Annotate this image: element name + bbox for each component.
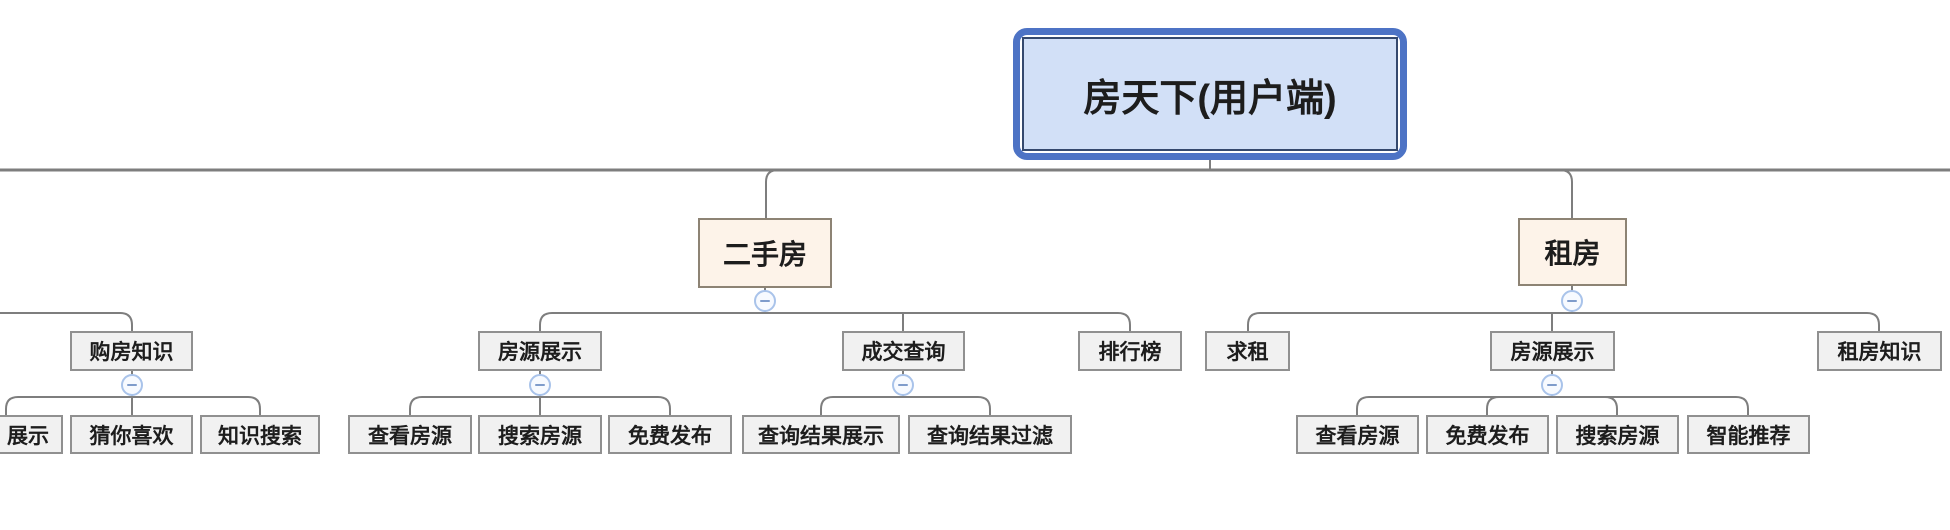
subtopic-knowledge-search[interactable]: 知识搜索 <box>200 415 320 454</box>
minus-icon <box>127 384 137 386</box>
subtopic-view-listings-secondhand[interactable]: 查看房源 <box>348 415 472 454</box>
topic-listing-display-renting[interactable]: 房源展示 <box>1490 331 1615 371</box>
collapse-button-listing-display-secondhand[interactable] <box>529 374 551 396</box>
minus-icon <box>535 384 545 386</box>
subtopic-guess-you-like[interactable]: 猜你喜欢 <box>70 415 193 454</box>
topic-renting[interactable]: 租房 <box>1518 218 1627 286</box>
subtopic-view-listings-renting[interactable]: 查看房源 <box>1296 415 1419 454</box>
collapse-button-transaction-query[interactable] <box>892 374 914 396</box>
subtopic-query-result-display[interactable]: 查询结果展示 <box>742 415 900 454</box>
subtopic-display-clipped[interactable]: 展示 <box>0 415 63 454</box>
topic-ranking-list[interactable]: 排行榜 <box>1078 331 1182 371</box>
collapse-button-renting[interactable] <box>1561 290 1583 312</box>
minus-icon <box>1547 384 1557 386</box>
topic-listing-display-secondhand[interactable]: 房源展示 <box>478 331 602 371</box>
collapse-button-home-buying-knowledge[interactable] <box>121 374 143 396</box>
collapse-button-second-hand-housing[interactable] <box>754 290 776 312</box>
minus-icon <box>898 384 908 386</box>
subtopic-free-publish-secondhand[interactable]: 免费发布 <box>608 415 732 454</box>
subtopic-query-result-filter[interactable]: 查询结果过滤 <box>908 415 1072 454</box>
topic-rent-seeking[interactable]: 求租 <box>1205 331 1290 371</box>
minus-icon <box>760 300 770 302</box>
subtopic-smart-recommend[interactable]: 智能推荐 <box>1687 415 1810 454</box>
minus-icon <box>1567 300 1577 302</box>
root-topic[interactable]: 房天下(用户端) <box>1013 28 1407 160</box>
subtopic-search-listings-renting[interactable]: 搜索房源 <box>1556 415 1679 454</box>
root-topic-label: 房天下(用户端) <box>1022 37 1398 151</box>
collapse-button-listing-display-renting[interactable] <box>1541 374 1563 396</box>
subtopic-search-listings-secondhand[interactable]: 搜索房源 <box>478 415 602 454</box>
topic-transaction-query[interactable]: 成交查询 <box>842 331 965 371</box>
topic-second-hand-housing[interactable]: 二手房 <box>698 218 832 288</box>
topic-renting-knowledge[interactable]: 租房知识 <box>1817 331 1942 371</box>
subtopic-free-publish-renting[interactable]: 免费发布 <box>1426 415 1549 454</box>
topic-home-buying-knowledge[interactable]: 购房知识 <box>70 331 193 371</box>
